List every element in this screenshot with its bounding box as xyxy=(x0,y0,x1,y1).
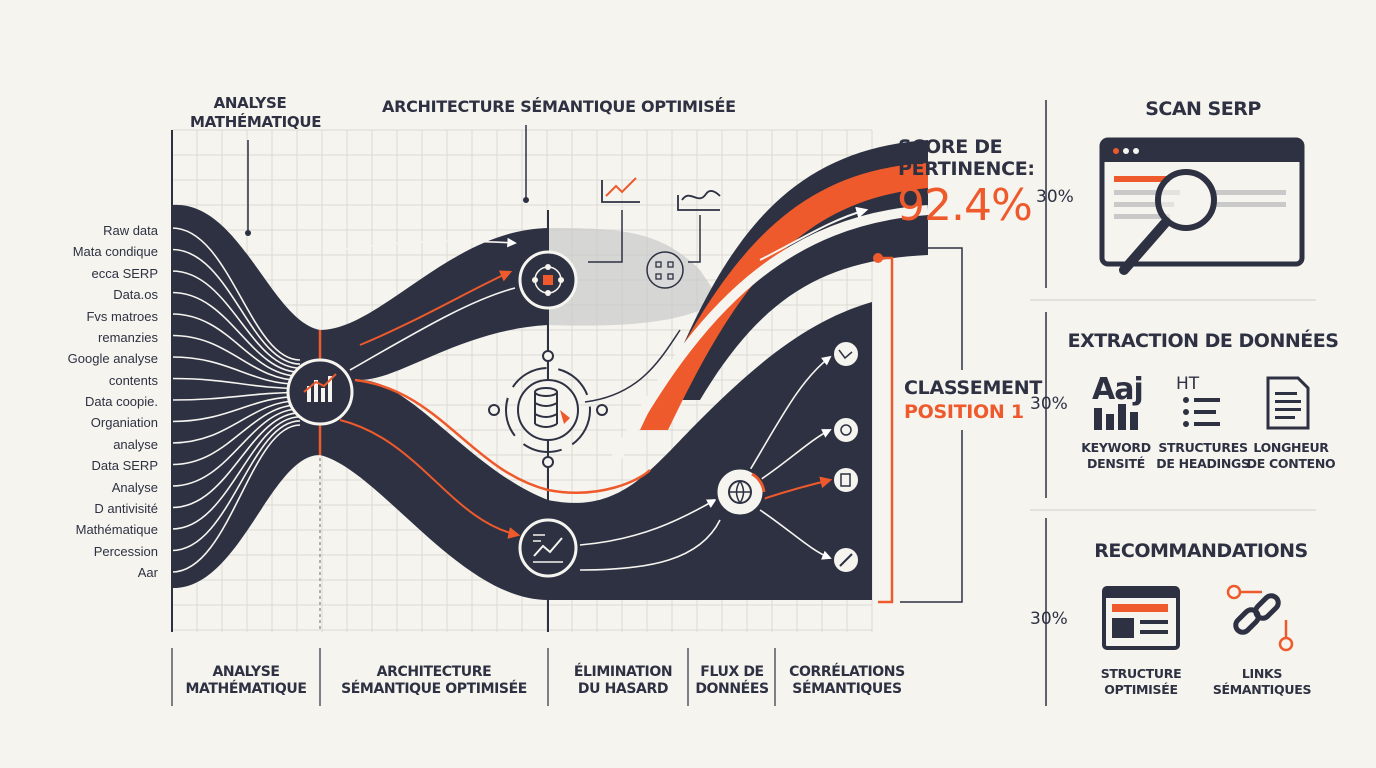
wave-icon xyxy=(677,190,721,211)
input-label: Analyse xyxy=(111,479,158,495)
input-label: Percession xyxy=(93,543,158,559)
database-node xyxy=(488,350,608,468)
input-label: Mata condique xyxy=(72,244,158,260)
lower-flow xyxy=(548,302,872,600)
keyword-density-icon xyxy=(1094,404,1138,430)
top-label-architecture: ARCHITECTURE SÉMANTIQUE OPTIMISÉE xyxy=(382,97,736,116)
architecture-node xyxy=(518,250,578,310)
link-icon xyxy=(1226,584,1294,652)
white-swoosh xyxy=(605,205,929,473)
orange-swoosh xyxy=(640,163,928,430)
network-icon xyxy=(646,251,684,289)
headings-glyph: HT xyxy=(1176,374,1200,394)
ranking-label: CLASSEMENT POSITION 1 xyxy=(904,377,1042,423)
scan-pct: 30% xyxy=(1036,187,1074,207)
chart-node xyxy=(518,518,578,578)
structure-icon xyxy=(1102,586,1180,650)
output-icon-chart xyxy=(832,340,860,368)
globe-node xyxy=(714,466,766,518)
grey-band xyxy=(548,228,720,326)
document-icon xyxy=(1266,376,1310,430)
ranking-bracket xyxy=(878,256,894,604)
trend-icon xyxy=(601,177,640,203)
output-icon-link xyxy=(832,546,860,574)
input-bundle xyxy=(172,204,548,600)
extraction-pct: 30% xyxy=(1030,394,1068,414)
input-label: Fvs matroes xyxy=(86,308,158,324)
keyword-density-glyph: Aaj xyxy=(1092,372,1144,407)
input-label: ecca SERP xyxy=(91,265,158,281)
input-label: contents xyxy=(108,372,158,388)
input-label: remanzies xyxy=(98,329,158,345)
score-value: 92.4% xyxy=(897,180,1033,231)
serp-browser-icon xyxy=(1099,137,1305,275)
input-label: Mathématique xyxy=(75,522,158,538)
input-label: D antivisité xyxy=(94,500,158,516)
input-label: Raw data xyxy=(103,223,158,238)
recommandations-pct: 30% xyxy=(1030,609,1068,629)
input-label: Organiation xyxy=(90,415,158,431)
recommandations-title: RECOMMANDATIONS xyxy=(1094,540,1308,562)
extraction-title: EXTRACTION DE DONNÉES xyxy=(1067,330,1339,352)
scan-serp-title: SCAN SERP xyxy=(1145,98,1261,120)
output-icon-doc xyxy=(832,466,860,494)
input-label: analyse xyxy=(113,436,158,452)
input-label: Data coopie. xyxy=(85,394,158,409)
output-icon-brain xyxy=(832,416,860,444)
column-dividers xyxy=(171,648,776,706)
input-label: Google analyse xyxy=(67,351,158,367)
input-lines xyxy=(171,227,301,573)
headings-icon xyxy=(1183,397,1220,427)
upper-flow xyxy=(660,140,928,400)
input-label: Aar xyxy=(137,565,158,580)
input-label: Data.os xyxy=(113,287,158,303)
input-label: Data SERP xyxy=(91,458,158,474)
analyse-node xyxy=(286,358,354,426)
